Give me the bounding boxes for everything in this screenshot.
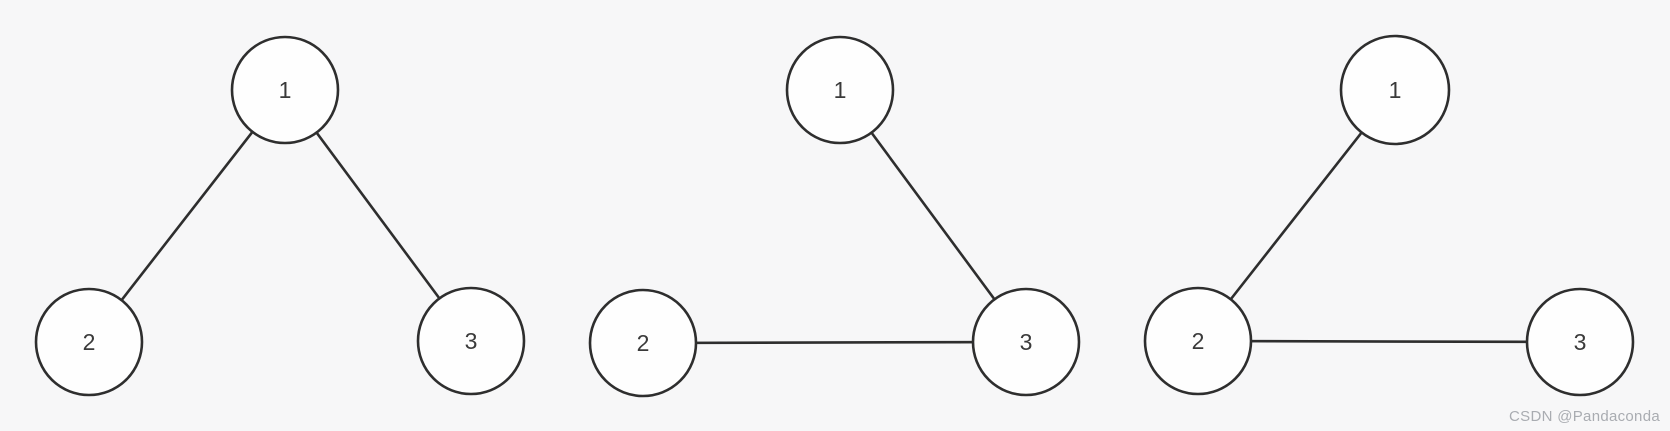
graph-1: 1 2 3 [34,35,526,397]
graph-3-node-2-circle [1143,286,1253,396]
graph-2-edge-2-3 [642,340,1027,345]
graph-3-node-3-circle [1525,287,1635,397]
graph-2-node-2-label: 2 [637,330,650,356]
graph-2-node-1-circle [785,35,895,145]
graph-3-edge-2-3 [1197,339,1581,344]
graph-3-node-3-label: 3 [1574,329,1587,355]
graph-1-node-3-label: 3 [465,328,478,354]
graph-2-node-3-label: 3 [1020,329,1033,355]
graph-1-node-2-circle [34,287,144,397]
graph-3-node-1-circle [1339,34,1451,146]
graph-2-node-1-label: 1 [834,77,847,103]
graph-2-node-2-circle [588,288,698,398]
graph-3: 1 2 3 [1143,34,1635,397]
graph-1-node-3-circle [416,286,526,396]
graph-3-node-1-label: 1 [1389,77,1402,103]
graph-1-node-1-label: 1 [279,77,292,103]
graph-2-node-3-circle [971,287,1081,397]
graph-2: 1 2 3 [588,35,1081,398]
graph-1-node-2-label: 2 [83,329,96,355]
watermark-text: CSDN @Pandaconda [1509,408,1660,425]
graph-1-node-1-circle [230,35,340,145]
graph-3-node-2-label: 2 [1192,328,1205,354]
